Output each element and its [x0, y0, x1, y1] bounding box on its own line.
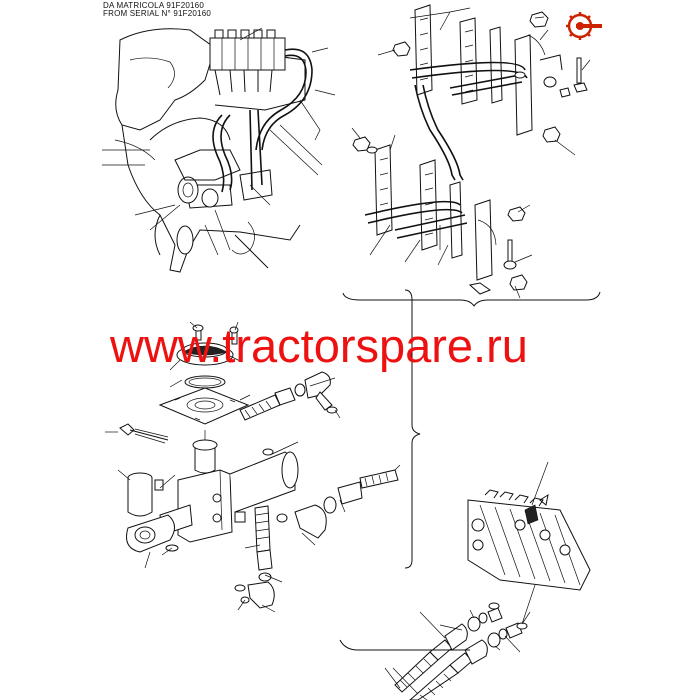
hose-clamp-assembly	[342, 4, 601, 307]
serial-header-it: DA MATRICOLA 91F20160	[103, 1, 204, 10]
gear-logo-icon	[566, 12, 602, 40]
steering-cylinder-exploded	[105, 321, 401, 613]
nut-icon	[529, 11, 549, 28]
control-valve-bank	[339, 461, 591, 700]
hose-icon	[239, 394, 281, 421]
tractor-frame-view	[102, 27, 336, 273]
watermark-text: www.tractorspare.ru	[110, 319, 528, 372]
serial-header-en: FROM SERIAL N° 91F20160	[103, 9, 211, 18]
group-brace	[404, 289, 421, 569]
